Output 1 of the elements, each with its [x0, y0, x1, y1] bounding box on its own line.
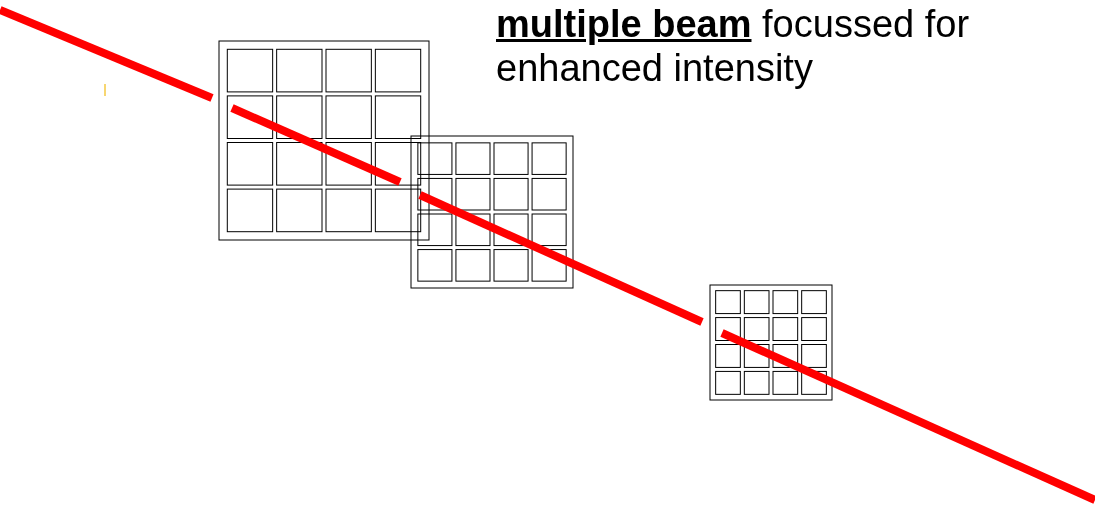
caption-text: multiple beam focussed for enhanced intensity — [496, 2, 971, 90]
